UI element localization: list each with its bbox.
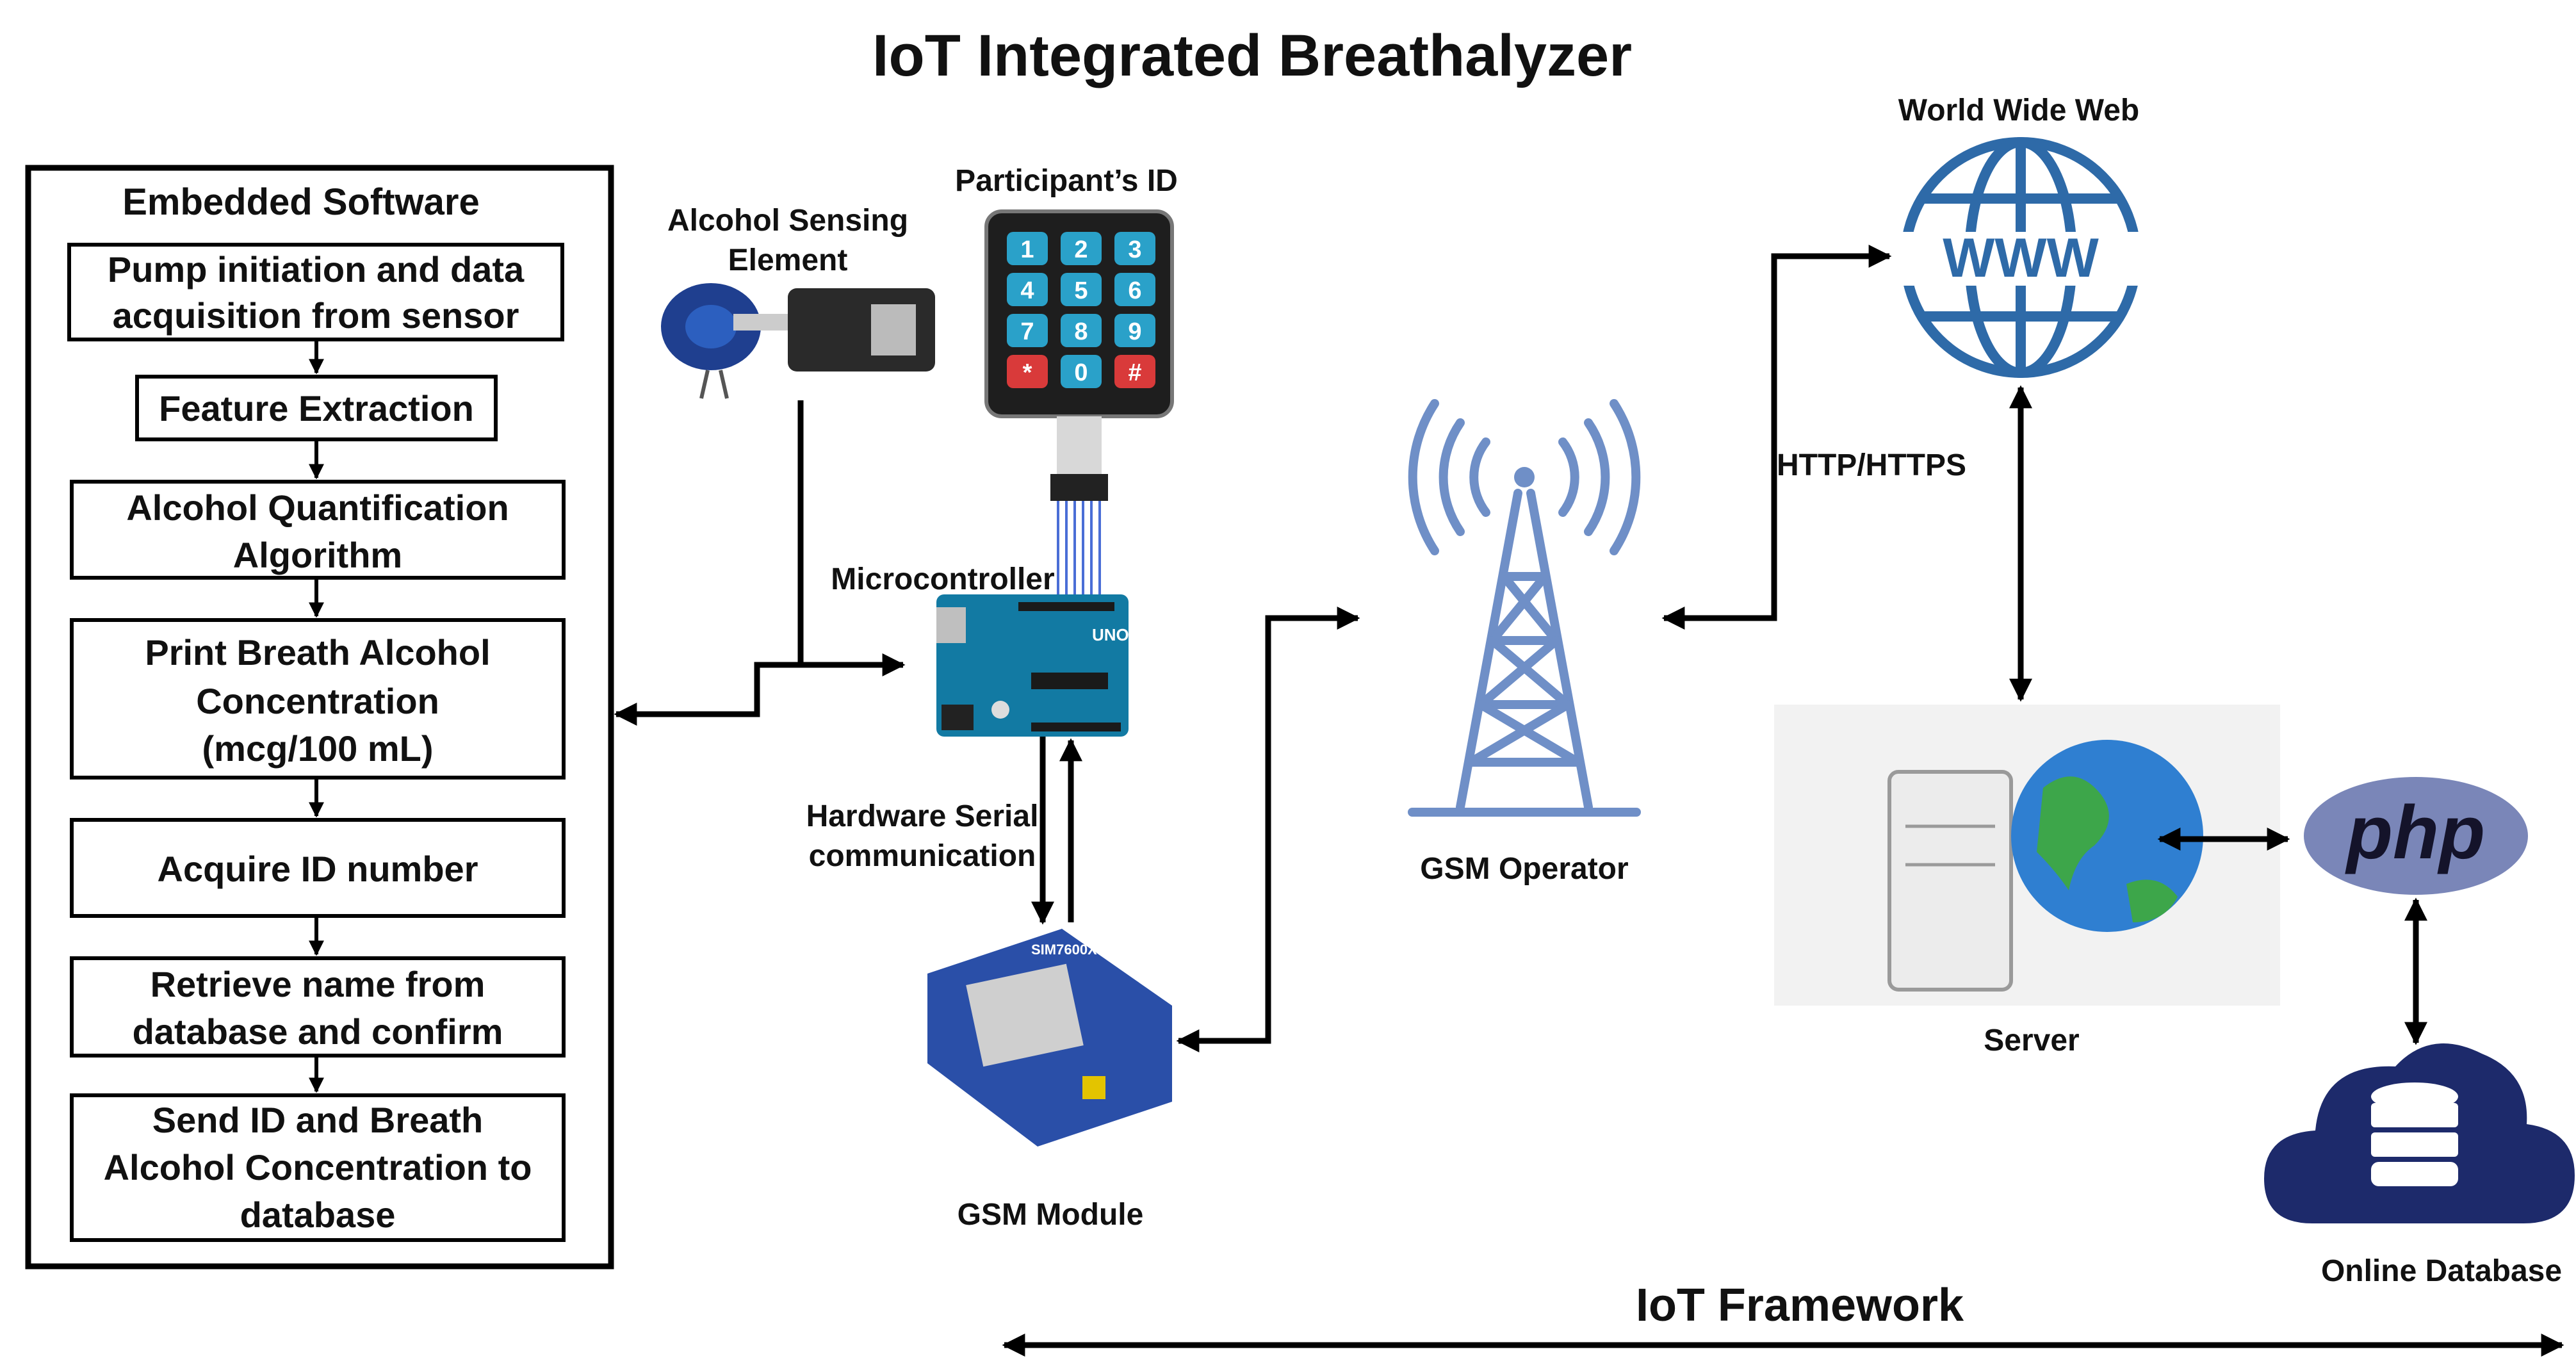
keypad-key-label: 6 (1128, 277, 1141, 304)
operator-www-link (1661, 245, 1892, 630)
step-4-line-1: Print Breath Alcohol (145, 632, 490, 673)
step-7-line-1: Send ID and Breath (152, 1100, 484, 1140)
step-3-line-2: Algorithm (233, 535, 402, 575)
cloud-database-icon (2264, 1043, 2575, 1223)
protocol-label: HTTP/HTTPS (1777, 448, 1966, 482)
keypad-key-label: # (1128, 359, 1141, 386)
keypad: Participant’s ID 1 2 3 4 5 6 7 8 9 * 0 # (955, 164, 1178, 602)
keypad-key (1007, 355, 1048, 388)
keypad-key-label: 9 (1128, 318, 1141, 345)
keypad-label: Participant’s ID (955, 164, 1178, 198)
keypad-keys: 1 2 3 4 5 6 7 8 9 * 0 # (1007, 232, 1155, 388)
keypad-key-label: 1 (1020, 236, 1034, 263)
www-label: World Wide Web (1898, 94, 2139, 127)
gsm-operator: GSM Operator (1408, 399, 1641, 886)
cell-tower-icon (1408, 399, 1641, 817)
microcontroller-label: Microcontroller (831, 562, 1054, 596)
serial-label-2: communication (809, 839, 1036, 873)
step-7-line-2: Alcohol Concentration to (104, 1147, 532, 1188)
keypad-key (1061, 314, 1102, 347)
serial-label-1: Hardware Serial (806, 799, 1039, 833)
step-1-line-1: Pump initiation and data (108, 249, 525, 290)
step-4-line-2: Concentration (196, 681, 439, 721)
arduino-board-text: UNO (1092, 625, 1129, 644)
keypad-key-label: * (1023, 359, 1032, 386)
gsm-module-label: GSM Module (958, 1198, 1144, 1232)
www-icon-text: WWW (1943, 227, 2099, 289)
online-database: Online Database (2264, 1043, 2575, 1288)
step-1-line-2: acquisition from sensor (113, 295, 519, 336)
step-feature-extraction: Feature Extraction (135, 375, 498, 441)
step-5-line-1: Acquire ID number (158, 849, 478, 889)
embedded-software-panel: Embedded Software Pump initiation and da… (25, 165, 614, 1270)
keypad-key (1061, 355, 1102, 388)
keypad-key-label: 5 (1074, 277, 1088, 304)
keypad-key-label: 0 (1074, 359, 1088, 386)
keypad-key (1114, 355, 1155, 388)
microcontroller: Microcontroller UNO (831, 562, 1129, 737)
mcu-to-software-arrow (614, 662, 801, 726)
sensor-icon (661, 283, 935, 399)
sensor-to-mcu-arrow (797, 400, 906, 676)
php-logo: php (2304, 777, 2528, 895)
step-6-line-2: database and confirm (133, 1011, 503, 1052)
keypad-key-label: 7 (1020, 318, 1034, 345)
keypad-key-label: 4 (1020, 277, 1034, 304)
alcohol-sensor: Alcohol Sensing Element (661, 204, 935, 399)
online-database-label: Online Database (2321, 1254, 2562, 1288)
keypad-key (1061, 273, 1102, 306)
keypad-key (1114, 232, 1155, 265)
keypad-key-label: 3 (1128, 236, 1141, 263)
alcohol-sensor-label-2: Element (728, 243, 848, 277)
gsm-operator-label: GSM Operator (1420, 852, 1628, 886)
step-6-line-1: Retrieve name from (151, 964, 485, 1004)
gsm-module: SIM7600X 4G HAT GSM Module (927, 929, 1172, 1232)
step-alcohol-quantification: Alcohol Quantification Algorithm (70, 480, 566, 580)
php-label: php (2345, 790, 2485, 875)
keypad-key-label: 8 (1074, 318, 1088, 345)
keypad-key (1114, 273, 1155, 306)
keypad-ribbon-cable (1050, 416, 1108, 602)
diagram-title: IoT Integrated Breathalyzer (872, 23, 1632, 88)
keypad-key (1114, 314, 1155, 347)
keypad-key (1007, 273, 1048, 306)
keypad-key (1007, 232, 1048, 265)
embedded-software-heading: Embedded Software (122, 181, 480, 223)
gsm-board-text: SIM7600X 4G HAT (1031, 942, 1152, 958)
keypad-key (1007, 314, 1048, 347)
step-send-to-database: Send ID and Breath Alcohol Concentration… (70, 1093, 566, 1242)
keypad-key (1061, 232, 1102, 265)
step-2-line-1: Feature Extraction (159, 388, 474, 429)
step-7-line-3: database (240, 1195, 396, 1235)
server-icon (1887, 740, 2203, 992)
gsm-board-icon: SIM7600X 4G HAT (927, 929, 1172, 1147)
iot-framework-label: IoT Framework (1636, 1280, 1964, 1331)
keypad-key-label: 2 (1074, 236, 1088, 263)
connectors (614, 245, 2564, 1357)
step-3-line-1: Alcohol Quantification (126, 487, 509, 528)
server: Server (1774, 705, 2280, 1058)
world-wide-web: World Wide Web WWW (1893, 94, 2149, 378)
arduino-board-icon: UNO (936, 594, 1129, 737)
step-print-bac: Print Breath Alcohol Concentration (mcg/… (70, 618, 566, 780)
alcohol-sensor-label-1: Alcohol Sensing (667, 204, 908, 238)
step-4-line-3: (mcg/100 mL) (202, 728, 434, 769)
step-pump-initiation: Pump initiation and data acquisition fro… (67, 243, 564, 341)
server-label: Server (1984, 1024, 2079, 1058)
step-retrieve-name: Retrieve name from database and confirm (70, 956, 566, 1058)
gsm-module-operator-link (1176, 607, 1360, 1052)
step-acquire-id: Acquire ID number (70, 818, 566, 918)
